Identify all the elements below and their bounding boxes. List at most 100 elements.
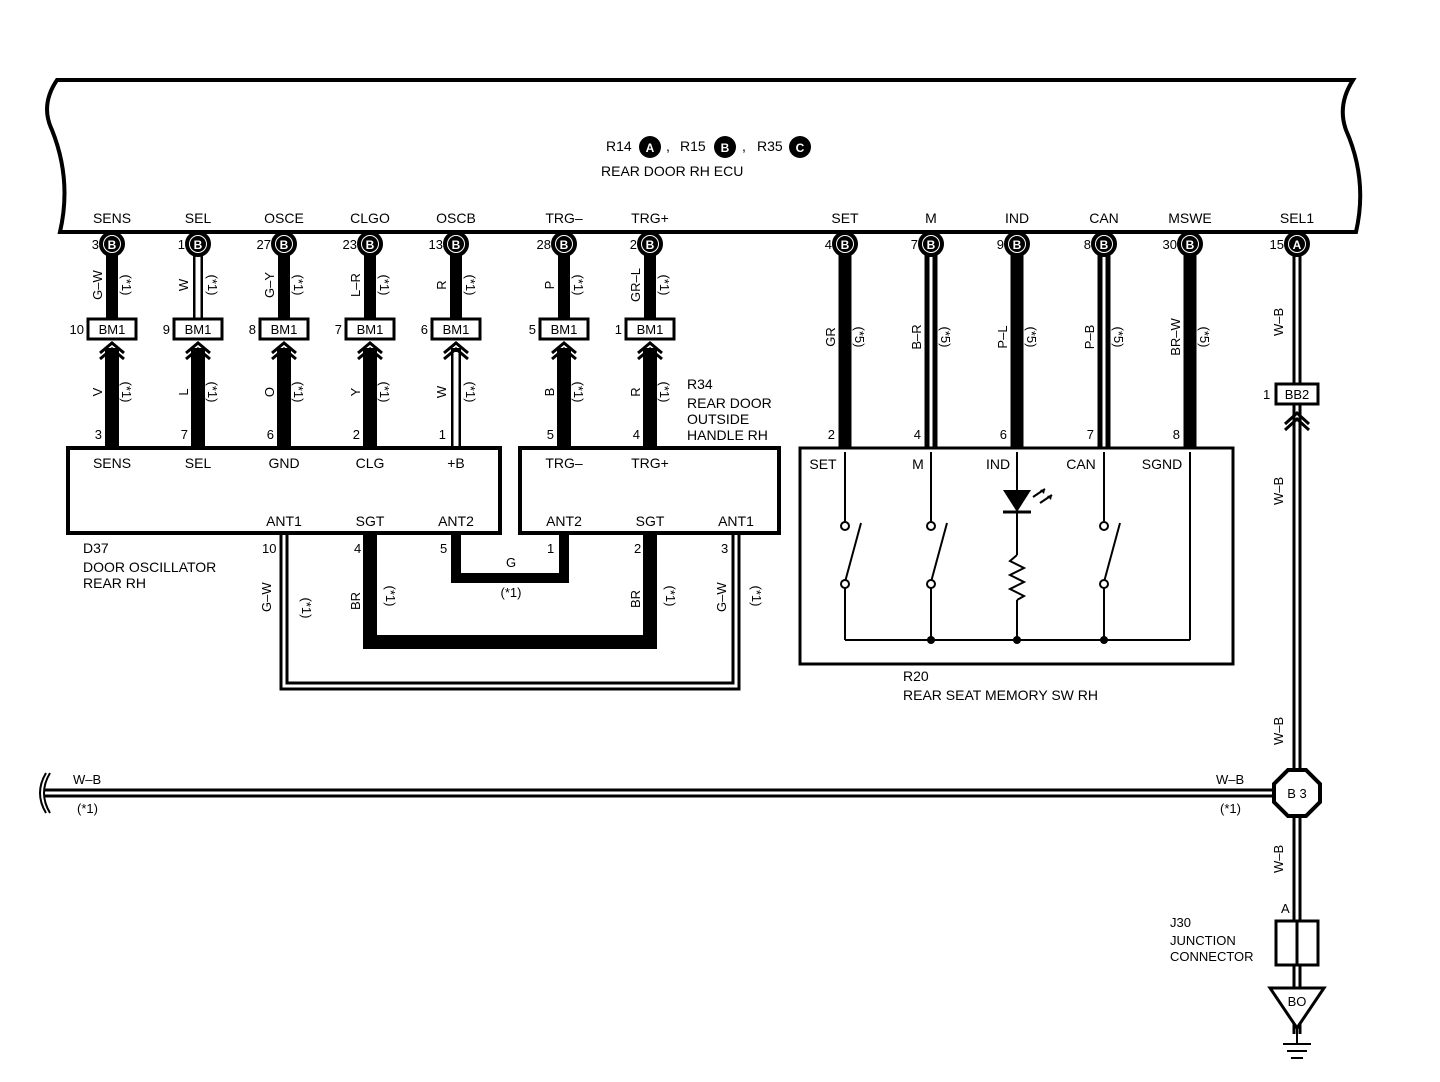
wire-osce-color-upper: G–Y [262, 272, 277, 298]
bm1-label-trg: BM1 [637, 322, 664, 337]
wire-trg-note-upper: (*1) [571, 275, 586, 296]
ecu-terminal-sens-pin: 3 [92, 237, 99, 252]
ecu-terminal-osce-pin: 27 [257, 237, 271, 252]
ecu-pin-conn-m: B [927, 238, 936, 252]
ecu-name: REAR DOOR RH ECU [601, 163, 743, 179]
bm1-connector-trg [624, 317, 676, 341]
bm1-pin-trg: 5 [529, 322, 536, 337]
ecu-terminals: SENS3SEL1OSCE27CLGO23OSCB13TRG–28TRG+2SE… [92, 210, 1315, 252]
bus-right-note: (*1) [1220, 801, 1241, 816]
wire-clgo-color-lower: Y [348, 387, 363, 396]
left-wires: G–W(*1)V(*1)3W(*1)L(*1)7G–Y(*1)O(*1)6L–R… [90, 252, 672, 450]
ecu-terminal-trg-pin: 28 [537, 237, 551, 252]
d37-pin-ant2: ANT2 [438, 513, 474, 529]
ecu-pin-conn-mswe: B [1186, 238, 1195, 252]
ecu-terminal-sel-pin: 1 [178, 237, 185, 252]
ecu-terminal-oscb-pin: 13 [429, 237, 443, 252]
ecu-terminal-ind-pin: 9 [997, 237, 1004, 252]
wire-set-dest-pin: 2 [828, 427, 835, 442]
wire-osce-color-lower: O [262, 387, 277, 397]
r34-pin-ant1: ANT1 [718, 513, 754, 529]
r20-name: REAR SEAT MEMORY SW RH [903, 687, 1098, 703]
bm1-arrow-sens [99, 341, 125, 355]
ecu-terminal-sel1-pin: 15 [1270, 237, 1284, 252]
ecu-terminal-trg-label: TRG– [545, 210, 583, 226]
bm1-pin-oscb: 6 [421, 322, 428, 337]
bm1-connector-clgo [344, 317, 396, 341]
bm1-pin-trg: 1 [615, 322, 622, 337]
wire-trg-color-lower: R [628, 387, 643, 396]
bm1-arrow-oscb [443, 341, 469, 355]
junction-b3-label: B 3 [1287, 786, 1307, 801]
r34-pin-trg-minus: TRG– [545, 455, 583, 471]
wb-wire-bottom-label: W–B [1271, 845, 1286, 873]
wire-oscb-color-lower: W [434, 385, 449, 398]
d37-pin-num-ant2: 5 [440, 541, 447, 556]
wire-osce-note-upper: (*1) [291, 275, 306, 296]
d37-pin-plusb: +B [447, 455, 465, 471]
ecu-terminal-mswe-pin: 30 [1163, 237, 1177, 252]
wire-osce-dest-pin: 6 [267, 427, 274, 442]
ecu-terminal-clgo-label: CLGO [350, 210, 390, 226]
ecu-pin-conn-sel1: A [1293, 238, 1302, 252]
wire-oscb-note-lower: (*1) [463, 382, 478, 403]
wire-oscb-dest-pin: 1 [439, 427, 446, 442]
ecu-pin-conn-sel: B [194, 238, 203, 252]
ecu-pin-conn-clgo: B [366, 238, 375, 252]
r34-name-line1: REAR DOOR [687, 395, 772, 411]
d37-pin-gnd: GND [268, 455, 299, 471]
r34-pin-num-ant1: 3 [721, 541, 728, 556]
bm1-arrow-trg [637, 341, 663, 355]
bus-left-note: (*1) [77, 801, 98, 816]
bm1-label-trg: BM1 [551, 322, 578, 337]
wire-trg-dest-pin: 5 [547, 427, 554, 442]
bm1-connector-osce [258, 317, 310, 341]
bm1-label-sens: BM1 [99, 322, 126, 337]
ground-path: W–B BB2 1 W–B W–B W–B (*1) W–B (*1) B 3 … [39, 250, 1327, 1059]
ecu-pin-conn-set: B [841, 238, 850, 252]
ant2-note: (*1) [501, 585, 522, 600]
ecu-pin-conn-trg: B [560, 238, 569, 252]
wire-trg-dest-pin: 4 [633, 427, 640, 442]
bm1-pin-sens: 10 [70, 322, 84, 337]
wire-osce-note-lower: (*1) [291, 382, 306, 403]
bus-right-label: W–B [1216, 772, 1244, 787]
ecu-terminal-set-label: SET [831, 210, 859, 226]
ecu-terminal-m-pin: 7 [911, 237, 918, 252]
bus-left-label: W–B [73, 772, 101, 787]
ecu-terminal-sel1-label: SEL1 [1280, 210, 1314, 226]
wire-sel-dest-pin: 7 [181, 427, 188, 442]
ecu-terminal-oscb-label: OSCB [436, 210, 476, 226]
ecu-terminal-m-label: M [925, 210, 937, 226]
d37-pin-num-sgt: 4 [354, 541, 361, 556]
wire-mswe-color: BR–W [1168, 317, 1183, 355]
ecu-ref-3-circle [789, 136, 811, 158]
ant1-left-note: (*1) [299, 598, 314, 619]
wire-set-note: (*5) [852, 327, 867, 348]
wire-sens-color-upper: G–W [90, 269, 105, 299]
wb-wire-top-label: W–B [1271, 308, 1286, 336]
bm1-connector-oscb [430, 317, 482, 341]
sgt-right-note: (*1) [663, 586, 678, 607]
ecu-terminal-can-pin: 8 [1084, 237, 1091, 252]
j30-pin: A [1281, 901, 1290, 916]
bm1-label-sel: BM1 [185, 322, 212, 337]
ecu-ref-2-circle [714, 136, 736, 158]
r34-pin-num-sgt: 2 [634, 541, 641, 556]
ecu-pin-conn-ind: B [1013, 238, 1022, 252]
sgt-left-note: (*1) [383, 586, 398, 607]
wire-sens-dest-pin: 3 [95, 427, 102, 442]
wire-oscb-color-upper: R [434, 280, 449, 289]
ecu-block: R14 A , R15 B , R35 C REAR DOOR RH ECU [45, 78, 1363, 234]
ecu-terminal-can-label: CAN [1089, 210, 1119, 226]
j30-line2: CONNECTOR [1170, 949, 1254, 964]
bm1-connector-sens [86, 317, 138, 341]
ant2-color: G [506, 555, 516, 570]
bm1-connector-sel [172, 317, 224, 341]
wire-trg-color-lower: B [542, 388, 557, 397]
d37-pin-clg: CLG [356, 455, 385, 471]
d37-pin-ant1: ANT1 [266, 513, 302, 529]
ecu-terminal-set-pin: 4 [825, 237, 832, 252]
wire-mswe-dest-pin: 8 [1173, 427, 1180, 442]
